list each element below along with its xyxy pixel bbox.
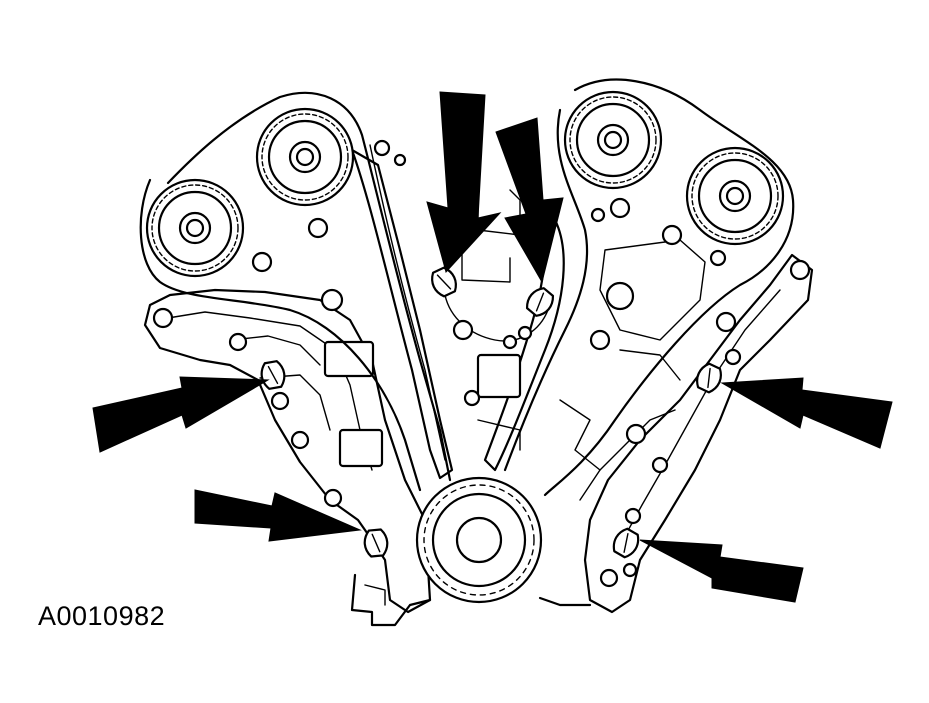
dowel-center-right <box>521 283 559 321</box>
left-camshaft-sprockets <box>145 107 407 278</box>
arrow-left-lower <box>194 489 362 542</box>
arrow-right-lower <box>639 539 804 603</box>
arrow-top-right <box>495 117 564 284</box>
right-camshaft-sprockets <box>563 90 785 267</box>
dowel-left-lower <box>362 527 390 559</box>
arrow-left-upper <box>92 376 270 453</box>
dowel-left-upper <box>258 359 288 391</box>
right-cylinder-head <box>559 239 814 614</box>
left-timing-chain <box>139 91 454 492</box>
left-cylinder-head <box>143 288 432 614</box>
arrow-right-upper <box>720 377 893 449</box>
arrow-top-left <box>426 91 502 274</box>
dowel-right-lower <box>608 525 644 561</box>
center-block <box>444 179 549 451</box>
crankshaft-sprocket <box>415 476 543 604</box>
front-cover-base <box>350 573 592 627</box>
left-intake-cam-sprocket <box>145 178 245 278</box>
left-exhaust-cam-sprocket <box>255 107 355 207</box>
right-intake-cam-sprocket <box>685 146 785 246</box>
figure-id-label: A0010982 <box>38 601 166 631</box>
right-exhaust-cam-sprocket <box>563 90 663 190</box>
dowel-center-left <box>427 264 461 300</box>
callout-arrows <box>92 91 893 603</box>
